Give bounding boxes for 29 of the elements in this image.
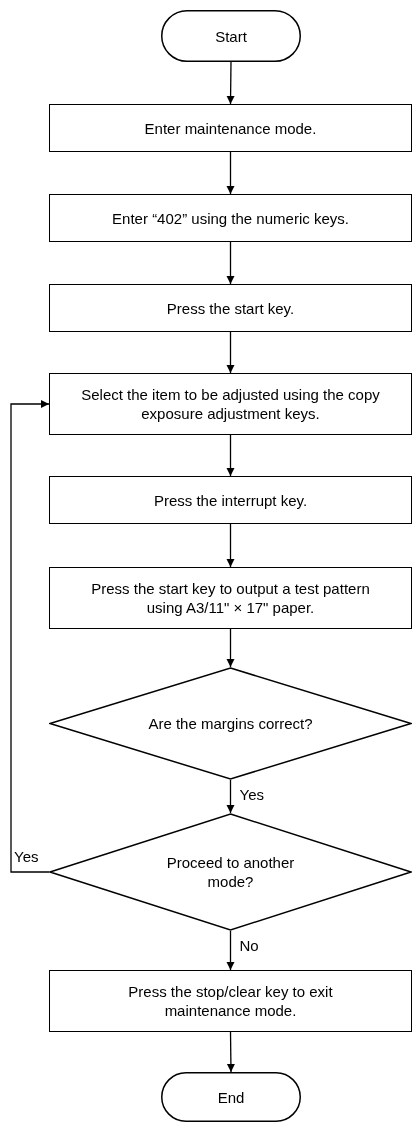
arrow xyxy=(226,151,235,195)
step-text: Press the stop/clear key to exit maintenance mode. xyxy=(127,982,334,1020)
arrow xyxy=(226,61,235,105)
step-text: Enter “402” using the numeric keys. xyxy=(112,208,349,228)
step-text: Select the item to be adjusted using the copy exposure adjustment keys. xyxy=(80,385,381,423)
process-box xyxy=(49,567,412,629)
step-text: Press the start key. xyxy=(166,298,295,318)
process-box xyxy=(49,194,412,242)
arrow xyxy=(226,331,235,374)
process-box xyxy=(49,970,412,1032)
step-text: Press the interrupt key. xyxy=(153,490,308,510)
step-text: Are the margins correct? xyxy=(148,714,313,733)
step-text: Proceed to another mode? xyxy=(165,853,296,891)
arrow xyxy=(226,241,235,285)
arrow xyxy=(226,779,235,814)
step-text: Start xyxy=(215,26,247,46)
arrow xyxy=(226,628,235,668)
arrow xyxy=(226,434,235,477)
step-text: Press the start key to output a test pattern using A3/11" × 17" paper. xyxy=(90,579,371,617)
step-text: End xyxy=(217,1087,245,1107)
arrow xyxy=(226,1031,235,1073)
process-box xyxy=(49,476,412,524)
process-box xyxy=(49,373,412,435)
process-box xyxy=(49,104,412,152)
arrow xyxy=(226,523,235,568)
arrow xyxy=(226,930,235,971)
step-text: Enter maintenance mode. xyxy=(144,118,317,138)
process-box xyxy=(49,284,412,332)
arrow xyxy=(10,400,50,873)
